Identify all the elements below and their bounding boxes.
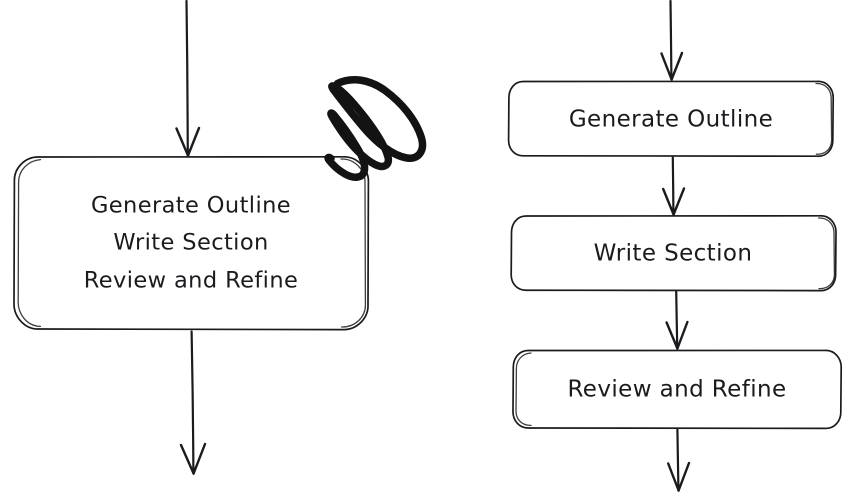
left-merged-node-label: Generate Outline Write Section Review an… [84, 193, 298, 294]
left-inbound-arrow [175, 0, 201, 157]
right-node-generate-outline[interactable]: Generate Outline [507, 80, 835, 158]
right-outbound-arrow [667, 428, 691, 492]
right-node-1-label: Generate Outline [569, 107, 773, 133]
merged-label-line-2: Write Section [113, 230, 268, 256]
right-node-2-label: Write Section [594, 241, 753, 267]
scribble-icon [324, 75, 427, 181]
right-node-3-label: Review and Refine [567, 377, 786, 403]
right-connector-arrow-1 [662, 156, 686, 216]
merged-label-line-1: Generate Outline [91, 193, 291, 219]
left-outbound-arrow [179, 330, 207, 475]
right-connector-arrow-2 [665, 290, 689, 350]
right-node-write-section[interactable]: Write Section [510, 214, 837, 292]
merged-label-line-3: Review and Refine [84, 268, 298, 294]
right-node-review-and-refine[interactable]: Review and Refine [512, 349, 843, 430]
right-inbound-arrow [660, 0, 684, 81]
